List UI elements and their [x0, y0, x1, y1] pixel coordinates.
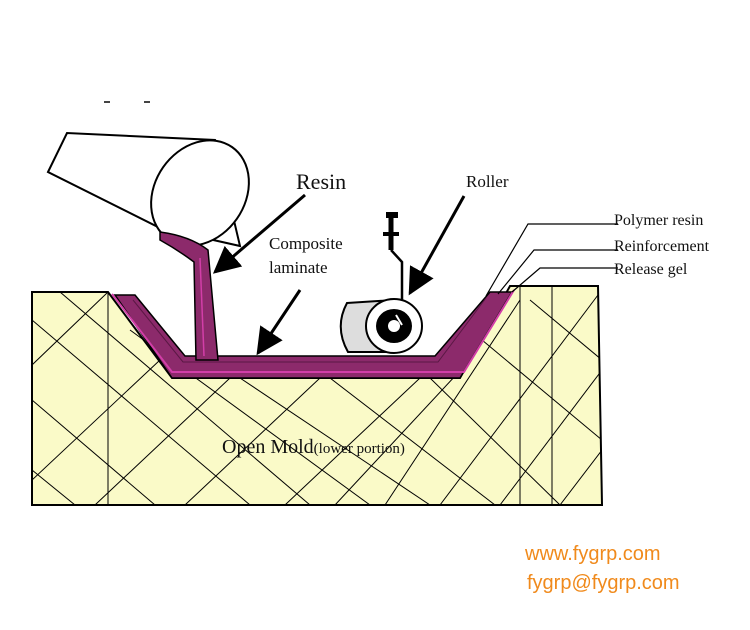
layer-leader-lines	[485, 223, 618, 297]
watermark-email: fygrp@fygrp.com	[527, 572, 680, 594]
polymer-resin-label: Polymer resin	[614, 212, 703, 229]
release-gel-label: Release gel	[614, 261, 688, 278]
reinforcement-label: Reinforcement	[614, 238, 710, 255]
reinforcement-leader	[497, 249, 618, 295]
composite-laminate-layers	[111, 289, 515, 379]
resin-bucket	[46, 131, 250, 249]
open-mold-label: Open Mold(lower portion)	[222, 436, 405, 458]
mold-hatch-pattern	[32, 286, 602, 505]
composite-label-line2: laminate	[269, 258, 328, 277]
stray-marks	[104, 101, 150, 103]
roller	[339, 212, 423, 354]
polymer-resin-leader	[485, 223, 618, 297]
watermark-website: www.fygrp.com	[524, 543, 661, 565]
open-mold-main: Open Mold	[222, 436, 314, 458]
resin-arrow	[212, 193, 306, 274]
resin-pour-stream	[159, 231, 219, 361]
release-gel-leader	[511, 267, 618, 293]
composite-label-line1: Composite	[269, 234, 343, 253]
resin-label: Resin	[296, 169, 346, 194]
pointer-arrows	[212, 193, 466, 356]
open-mold-sub: (lower portion)	[314, 441, 405, 457]
roller-arrow	[408, 195, 466, 296]
roller-label: Roller	[466, 172, 509, 191]
open-mold	[31, 285, 604, 506]
composite-laminate-arrow	[256, 289, 302, 356]
